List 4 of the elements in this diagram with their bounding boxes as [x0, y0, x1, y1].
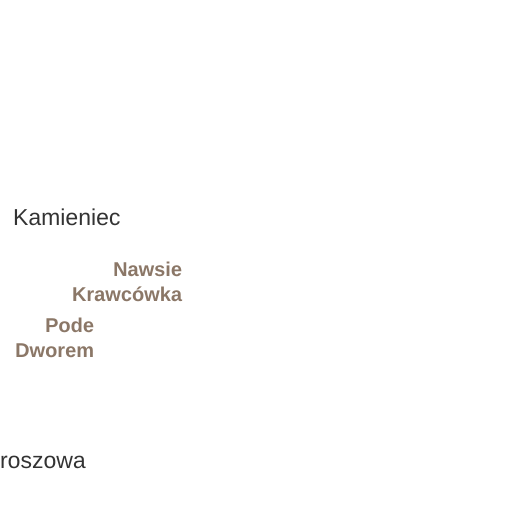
town-name: roszowa: [0, 447, 86, 473]
village-name: Nawsie Krawcówka: [72, 259, 182, 306]
village-name: Pode Dworem: [15, 315, 94, 362]
town-name: Kamieniec: [13, 204, 120, 230]
